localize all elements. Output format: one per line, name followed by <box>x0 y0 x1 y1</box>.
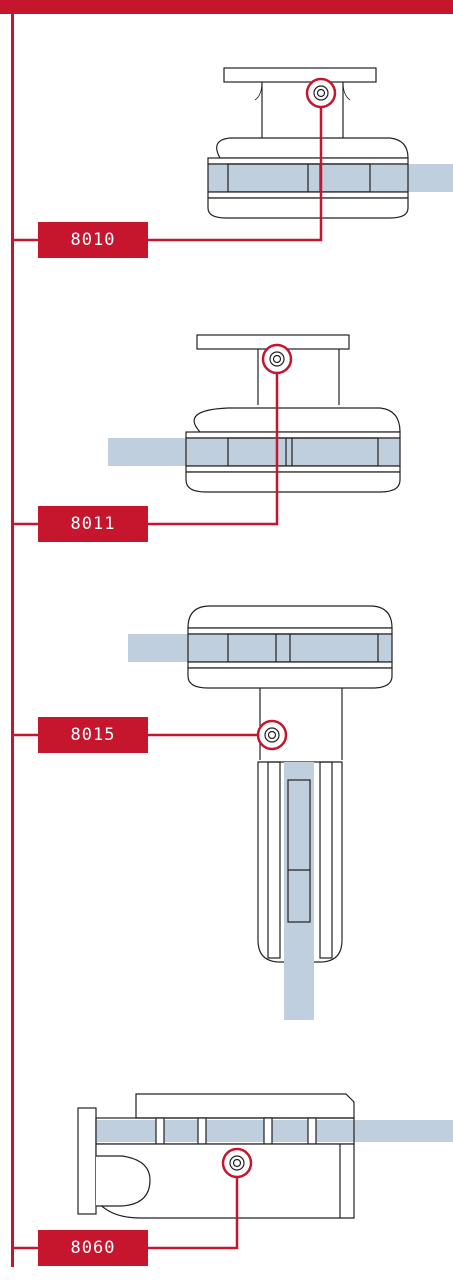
clamp-8015-drawing <box>14 605 393 1020</box>
top-accent-bar <box>0 0 453 14</box>
product-label-8015: 8015 <box>38 717 148 753</box>
clamp-8011-drawing <box>14 334 401 526</box>
clamp-8010-drawing <box>14 67 453 242</box>
product-label-8011: 8011 <box>38 506 148 542</box>
clamp-8060-drawing <box>14 1093 453 1250</box>
product-label-8010: 8010 <box>38 222 148 258</box>
connector-spine <box>11 14 14 1267</box>
product-label-8060: 8060 <box>38 1230 148 1266</box>
